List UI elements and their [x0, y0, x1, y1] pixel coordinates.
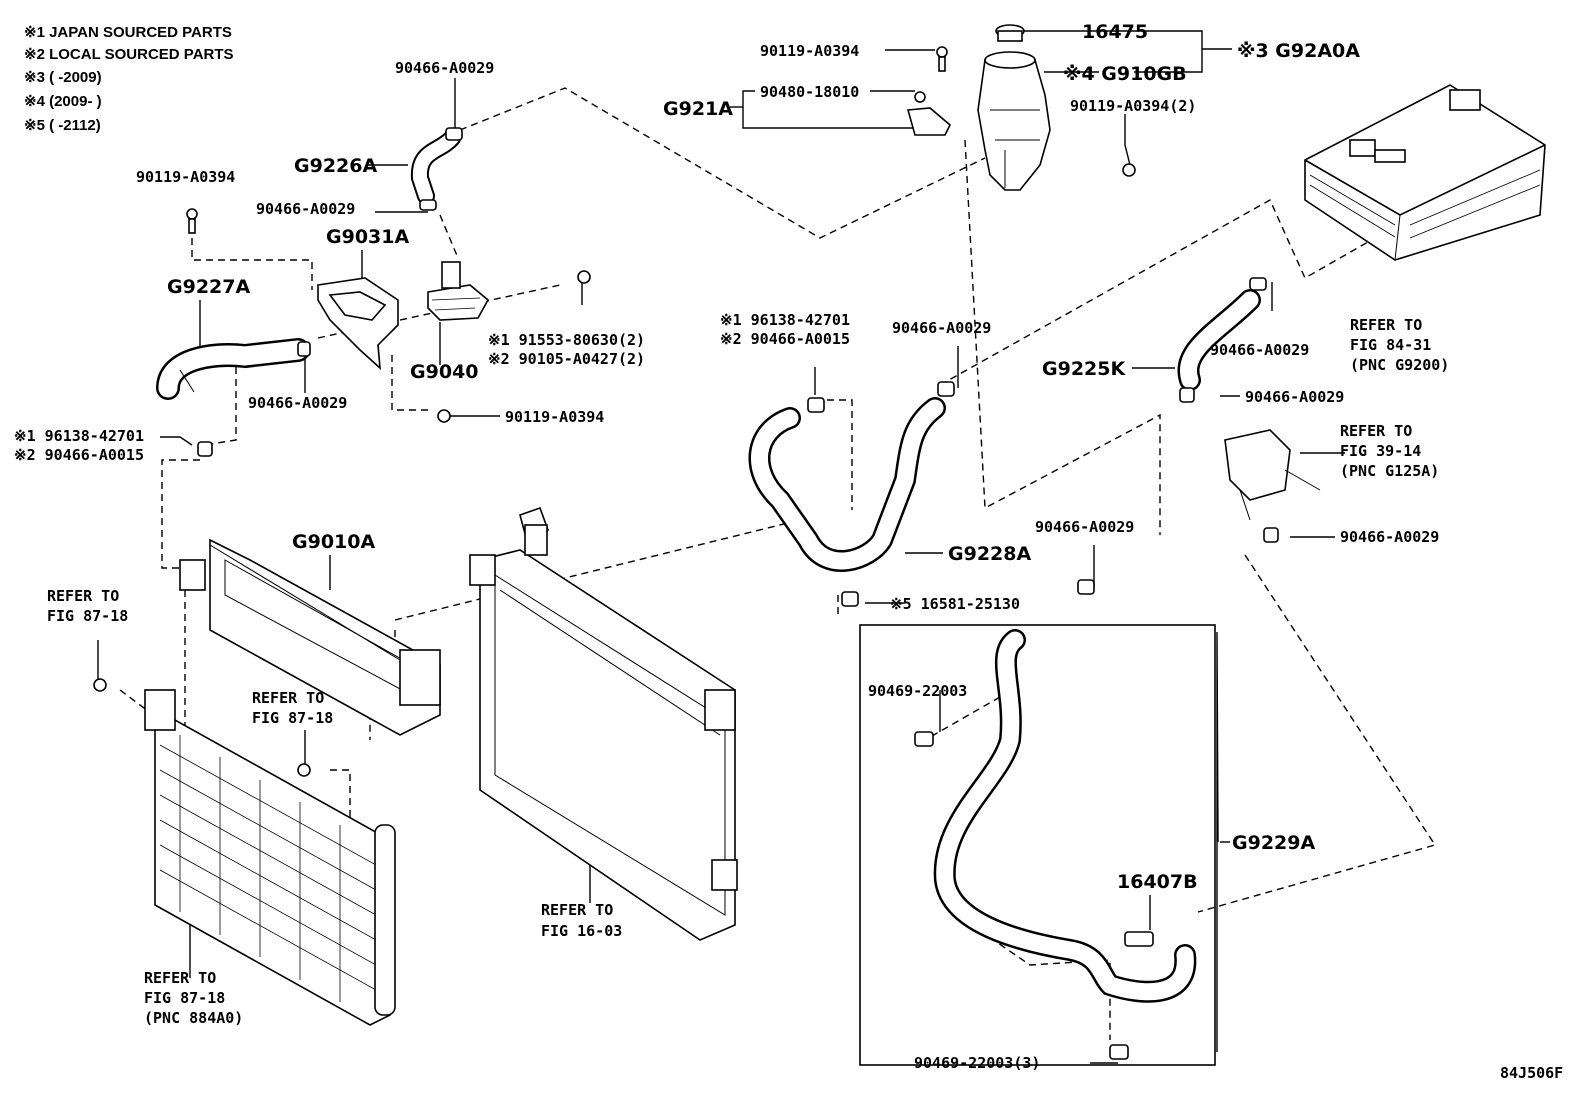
hose-g9228a: [748, 397, 946, 572]
label-refer-87-18-b2: FIG 87-18: [252, 709, 333, 727]
label-91553-80630: ※1 91553-80630(2): [488, 331, 645, 349]
legend-notes: ※1 JAPAN SOURCED PARTS ※2 LOCAL SOURCED …: [24, 24, 234, 134]
water-pump-g9040: [427, 261, 490, 321]
note-3: ※3 ( -2009): [24, 69, 102, 86]
diagram-code: 84J506F: [1500, 1064, 1563, 1082]
label-refer-84-31-a: REFER TO: [1350, 316, 1422, 334]
label-96138-42701-left: ※1 96138-42701: [14, 427, 144, 445]
label-90466-a0029-inv3: 90466-A0029: [1340, 528, 1439, 546]
label-16581-25130: ※5 16581-25130: [890, 595, 1020, 613]
label-g921a: G921A: [663, 98, 733, 120]
label-g9229a: G9229A: [1232, 832, 1315, 854]
reservoir-tank-g910gb: [977, 24, 1051, 191]
note-4: ※4 (2009- ): [24, 93, 102, 110]
tank-bracket: [906, 91, 951, 136]
label-96138-42701-mid: ※1 96138-42701: [720, 311, 850, 329]
hose-g9225k: [1177, 289, 1261, 391]
label-16407b: 16407B: [1117, 871, 1198, 893]
label-refer-84-31-b: FIG 84-31: [1350, 336, 1431, 354]
label-g9040: G9040: [410, 361, 478, 383]
label-refer-884a0-a: REFER TO: [144, 969, 216, 987]
label-refer-884a0-c: (PNC 884A0): [144, 1009, 243, 1027]
label-90105-a0427: ※2 90105-A0427(2): [488, 350, 645, 368]
label-90469-22003: 90469-22003: [868, 682, 967, 700]
label-90466-a0029-top: 90466-A0029: [395, 59, 494, 77]
label-90466-a0029-left: 90466-A0029: [248, 394, 347, 412]
bolt-tank: [936, 46, 1136, 177]
clamps: [197, 127, 1279, 1060]
label-90119-a0394-left: 90119-A0394: [136, 168, 235, 186]
condenser-fins: [159, 735, 386, 1002]
bracket-g9031a: [317, 277, 399, 370]
label-g9227a: G9227A: [167, 276, 250, 298]
radiator: [469, 506, 738, 941]
drain-plug-16407b: [1124, 931, 1154, 947]
label-90466-a0029-mid: 90466-A0029: [256, 200, 355, 218]
label-90466-a0015-left: ※2 90466-A0015: [14, 446, 144, 464]
hose-g9227a: [156, 338, 310, 400]
label-g9225k: G9225K: [1042, 358, 1126, 380]
hose-g9226a: [410, 129, 461, 205]
label-refer-39-14-b: FIG 39-14: [1340, 442, 1421, 460]
label-refer-84-31-c: (PNC G9200): [1350, 356, 1449, 374]
part-labels: 90466-A0029 90119-A0394 G9226A 90466-A00…: [14, 21, 1563, 1082]
label-refer-87-18-a2: FIG 87-18: [47, 607, 128, 625]
label-g9226a: G9226A: [294, 155, 377, 177]
label-90466-a0015-mid: ※2 90466-A0015: [720, 330, 850, 348]
label-refer-39-14-c: (PNC G125A): [1340, 462, 1439, 480]
label-90466-a0029-hose: 90466-A0029: [892, 319, 991, 337]
label-90119-a0394-bolt: 90119-A0394: [505, 408, 604, 426]
valve-bracket-g125a: [1224, 429, 1321, 521]
note-2: ※2 LOCAL SOURCED PARTS: [24, 46, 234, 63]
label-90466-a0029-inv2: 90466-A0029: [1245, 388, 1344, 406]
cooler-g9010a: [179, 538, 441, 736]
bolts: [93, 208, 591, 777]
condenser: [144, 689, 396, 1026]
label-refer-884a0-b: FIG 87-18: [144, 989, 225, 1007]
label-g92a0a: ※3 G92A0A: [1237, 40, 1360, 62]
label-90466-a0029-inv: 90466-A0029: [1210, 341, 1309, 359]
label-90119-a0394-tank: 90119-A0394: [760, 42, 859, 60]
label-16475: 16475: [1082, 21, 1148, 43]
note-5: ※5 ( -2112): [24, 117, 101, 134]
inverter-assembly: [1304, 84, 1546, 261]
label-90466-a0029-box: 90466-A0029: [1035, 518, 1134, 536]
label-refer-87-18-b1: REFER TO: [252, 689, 324, 707]
hose-g9229a: [933, 629, 1197, 1003]
label-g9031a: G9031A: [326, 226, 409, 248]
note-1: ※1 JAPAN SOURCED PARTS: [24, 24, 232, 41]
hose-assembly-box: [859, 624, 1216, 1066]
label-refer-87-18-a1: REFER TO: [47, 587, 119, 605]
label-refer-39-14-a: REFER TO: [1340, 422, 1412, 440]
label-g9228a: G9228A: [948, 543, 1031, 565]
label-refer-16-03-b: FIG 16-03: [541, 922, 622, 940]
label-90469-22003-3: 90469-22003(3): [914, 1054, 1040, 1072]
label-refer-16-03-a: REFER TO: [541, 901, 613, 919]
label-90119-a0394-2: 90119-A0394(2): [1070, 97, 1196, 115]
label-g9010a: G9010A: [292, 531, 375, 553]
label-g910gb: ※4 G910GB: [1063, 63, 1187, 85]
label-90480-18010: 90480-18010: [760, 83, 859, 101]
